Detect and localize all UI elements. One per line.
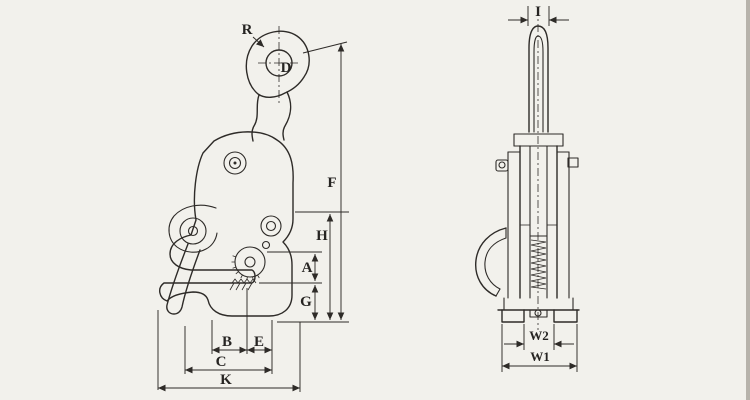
base-and-feet bbox=[497, 297, 580, 323]
lever-pivot-pin bbox=[187, 225, 199, 237]
lifting-eye-lobe bbox=[245, 30, 310, 98]
side-dimension-lines bbox=[502, 16, 577, 370]
side-handle bbox=[475, 227, 507, 297]
lever-pivot-boss bbox=[179, 217, 207, 245]
scan-edge-artifact bbox=[746, 0, 750, 400]
dim-label-G: G bbox=[300, 294, 312, 310]
serrated-pad bbox=[229, 278, 257, 291]
dim-label-C: C bbox=[216, 354, 227, 370]
dim-label-W2: W2 bbox=[529, 328, 549, 343]
dim-label-H: H bbox=[316, 228, 328, 244]
shackle-outer bbox=[528, 25, 549, 133]
dim-label-E: E bbox=[254, 334, 264, 350]
serrated-cam bbox=[231, 246, 266, 281]
dim-label-W1: W1 bbox=[530, 349, 550, 364]
release-handle bbox=[166, 243, 201, 315]
upper-bolt bbox=[223, 151, 247, 175]
neck-left-edge bbox=[251, 94, 260, 142]
lifting-eye-hole bbox=[265, 49, 293, 77]
front-view: R D F H A G B E C K bbox=[157, 22, 349, 392]
side-view: I W2 W1 bbox=[475, 4, 580, 372]
dim-label-K: K bbox=[220, 372, 232, 388]
dim-label-I: I bbox=[535, 4, 541, 20]
dim-label-F: F bbox=[327, 175, 336, 191]
clevis-block bbox=[513, 133, 564, 147]
dim-label-B: B bbox=[222, 334, 232, 350]
neck-right-edge bbox=[282, 91, 292, 141]
dim-label-D: D bbox=[281, 60, 292, 76]
middle-bolt bbox=[260, 215, 282, 237]
side-bolt-left bbox=[495, 159, 509, 172]
small-pin bbox=[261, 240, 271, 250]
dim-label-R: R bbox=[242, 22, 253, 38]
clamp-body bbox=[159, 131, 294, 317]
dim-label-A: A bbox=[302, 260, 313, 276]
body-plates bbox=[507, 145, 570, 299]
side-nut-right bbox=[567, 157, 579, 168]
coil-spring bbox=[530, 239, 547, 290]
front-dimension-lines bbox=[158, 36, 345, 392]
shackle-inner bbox=[533, 35, 544, 133]
lock-lever-plate bbox=[168, 204, 218, 253]
